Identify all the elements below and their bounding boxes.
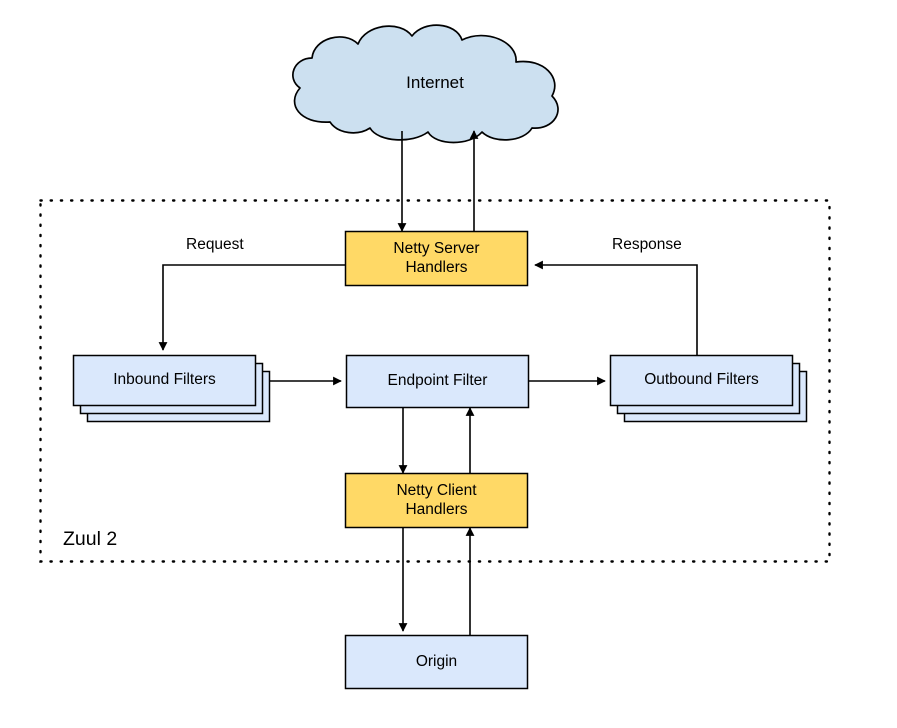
node-origin[interactable] [344, 634, 529, 690]
zuul-zone-label: Zuul 2 [63, 528, 118, 550]
request-edge-label: Request [186, 236, 244, 253]
edge-response [534, 260, 698, 355]
node-inbound-filters[interactable] [72, 354, 271, 423]
edge-request [158, 264, 345, 351]
node-endpoint-filter[interactable] [345, 354, 530, 409]
zuul-boundary [39, 199, 831, 563]
node-netty-server-handlers[interactable] [344, 230, 529, 287]
node-outbound-filters[interactable] [609, 354, 808, 423]
response-edge-label: Response [612, 236, 682, 253]
internet-cloud [292, 24, 559, 144]
node-netty-client-handlers[interactable] [344, 472, 529, 529]
